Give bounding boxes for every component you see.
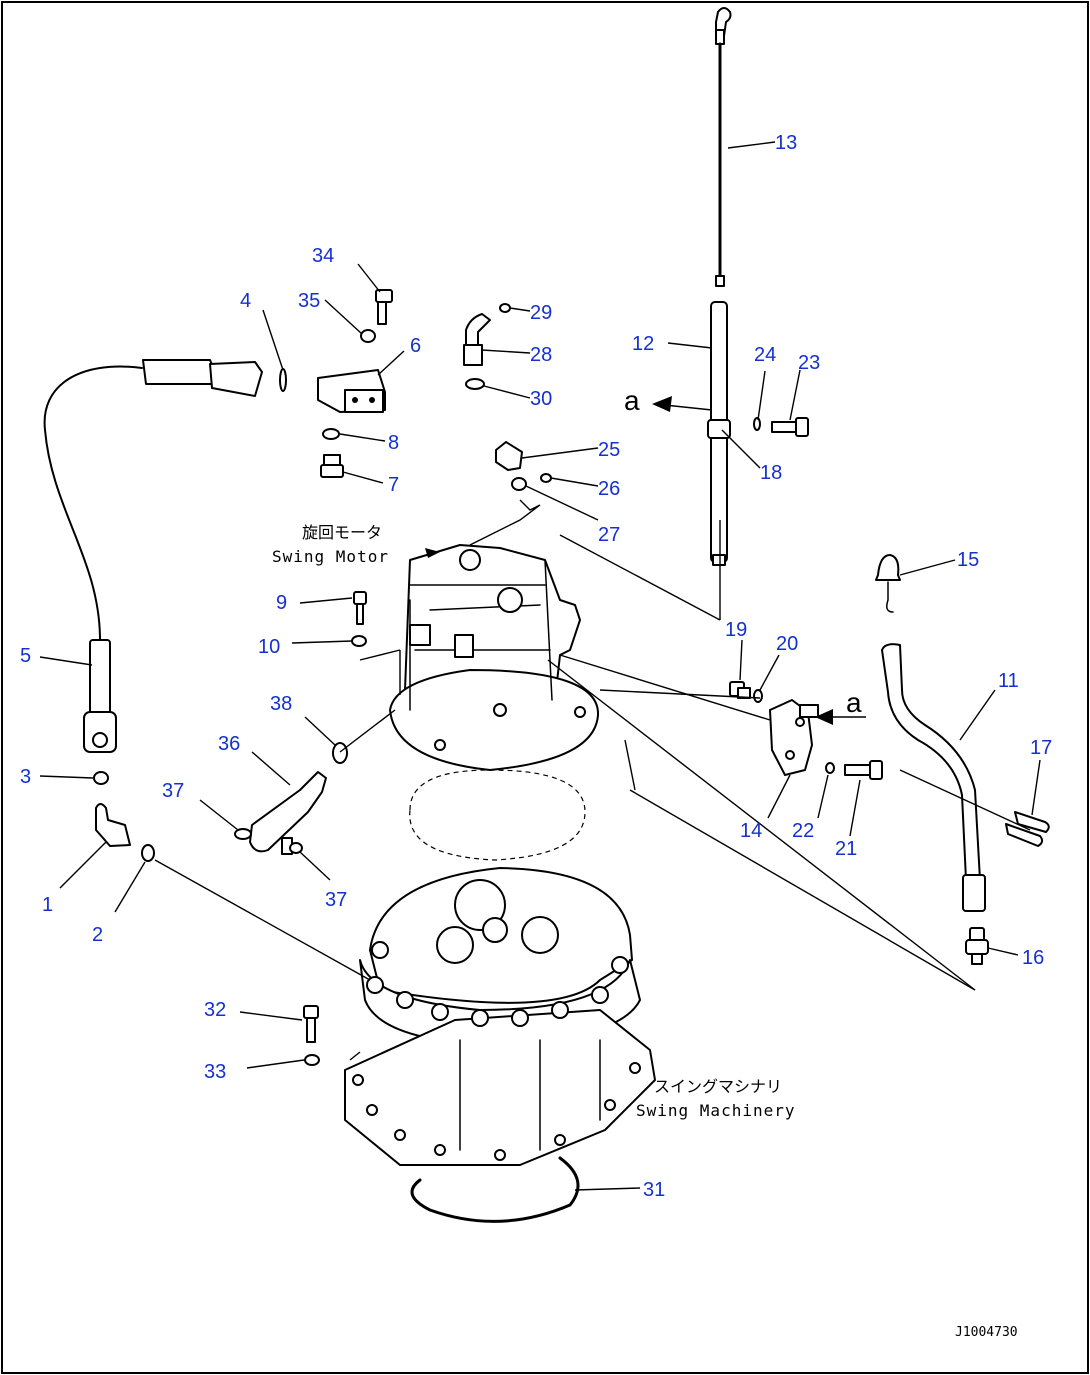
pipe-11 xyxy=(881,643,986,912)
view-arrow-a2-label: a xyxy=(846,687,862,718)
callout-30: 30 xyxy=(530,388,552,410)
callout-16: 16 xyxy=(1022,947,1044,969)
callout-11: 11 xyxy=(998,670,1019,692)
bolt-23 xyxy=(771,417,809,437)
callout-19: 19 xyxy=(725,619,747,641)
callout-37-left: 37 xyxy=(162,780,184,802)
bolt-21 xyxy=(844,760,883,780)
washer-10 xyxy=(351,635,367,647)
callout-numbers: 13 12 24 23 18 34 35 4 6 8 7 29 28 30 25… xyxy=(20,132,1052,1201)
callout-15: 15 xyxy=(957,549,979,571)
gauge-tube xyxy=(707,301,731,566)
callout-20: 20 xyxy=(776,633,798,655)
o-ring-3 xyxy=(93,771,109,785)
swing-motor xyxy=(389,544,600,861)
callout-5: 5 xyxy=(20,645,31,667)
washer-33 xyxy=(304,1054,320,1066)
callout-28: 28 xyxy=(530,344,552,366)
callout-21: 21 xyxy=(835,838,857,860)
swing-motor-label-en: Swing Motor xyxy=(272,547,389,566)
callout-36: 36 xyxy=(218,733,240,755)
valve-36 xyxy=(249,771,327,855)
bracket-14 xyxy=(769,699,819,776)
callout-1: 1 xyxy=(42,894,53,916)
callout-33: 33 xyxy=(204,1061,226,1083)
callout-34: 34 xyxy=(312,245,334,267)
callout-22: 22 xyxy=(792,820,814,842)
o-ring-37a xyxy=(234,828,252,840)
bolt-19 xyxy=(729,681,751,699)
o-ring-29 xyxy=(499,303,511,313)
clip-17 xyxy=(1005,811,1050,847)
washer-35 xyxy=(360,329,376,343)
cap-15 xyxy=(875,554,901,613)
callout-2: 2 xyxy=(92,924,103,946)
bolt-34 xyxy=(375,289,393,325)
callout-4: 4 xyxy=(240,290,251,312)
callout-6: 6 xyxy=(410,335,421,357)
dipstick-gauge xyxy=(715,7,732,287)
swing-machinery-label-en: Swing Machinery xyxy=(636,1101,796,1120)
o-ring-38 xyxy=(332,742,348,764)
assembly-lines xyxy=(154,499,1031,1061)
view-arrow-a-head xyxy=(652,396,672,412)
view-arrow-a2-head xyxy=(815,709,833,725)
callout-10: 10 xyxy=(258,636,280,658)
o-ring-8 xyxy=(322,428,340,440)
callout-23: 23 xyxy=(798,352,820,374)
bolt-32 xyxy=(303,1005,319,1043)
callout-13: 13 xyxy=(775,132,797,154)
callout-25: 25 xyxy=(598,439,620,461)
washer-20 xyxy=(753,689,763,703)
fitting-25 xyxy=(495,441,523,471)
fitting-16 xyxy=(965,927,989,965)
elbow-1 xyxy=(95,803,131,847)
callout-3: 3 xyxy=(20,766,31,788)
callout-18: 18 xyxy=(760,462,782,484)
callout-27: 27 xyxy=(598,524,620,546)
o-ring-26 xyxy=(540,473,552,483)
o-ring-37b xyxy=(289,842,303,854)
drawing-number: J1004730 xyxy=(955,1325,1018,1340)
callout-37-right: 37 xyxy=(325,889,347,911)
swing-motor-label-jp: 旋回モータ xyxy=(302,523,382,542)
seal-ring-31 xyxy=(410,1156,580,1223)
valve-block-6 xyxy=(317,369,386,413)
callout-35: 35 xyxy=(298,290,320,312)
washer-22 xyxy=(825,762,835,774)
callout-31: 31 xyxy=(643,1179,665,1201)
o-ring-27 xyxy=(511,477,527,491)
washer-24 xyxy=(753,417,761,431)
callout-8: 8 xyxy=(388,432,399,454)
callout-14: 14 xyxy=(740,820,762,842)
bolt-9 xyxy=(353,591,367,625)
swing-motor-label-arrow xyxy=(425,548,440,558)
callout-38: 38 xyxy=(270,693,292,715)
o-ring-30 xyxy=(465,378,485,390)
callout-26: 26 xyxy=(598,478,620,500)
callout-7: 7 xyxy=(388,474,399,496)
callout-9: 9 xyxy=(276,592,287,614)
callout-32: 32 xyxy=(204,999,226,1021)
callout-29: 29 xyxy=(530,302,552,324)
view-arrow-a-label: a xyxy=(624,385,640,416)
callout-12: 12 xyxy=(632,333,654,355)
o-ring-2 xyxy=(141,844,155,862)
hose-assembly xyxy=(43,359,263,753)
callout-17: 17 xyxy=(1030,737,1052,759)
callout-24: 24 xyxy=(754,344,776,366)
swing-machinery-label-jp: スイングマシナリ xyxy=(654,1077,782,1096)
plug-7 xyxy=(320,454,344,478)
leader-lines xyxy=(39,141,1041,1191)
o-ring-4 xyxy=(279,368,287,392)
swing-machinery xyxy=(344,867,656,1166)
elbow-28 xyxy=(463,313,491,366)
